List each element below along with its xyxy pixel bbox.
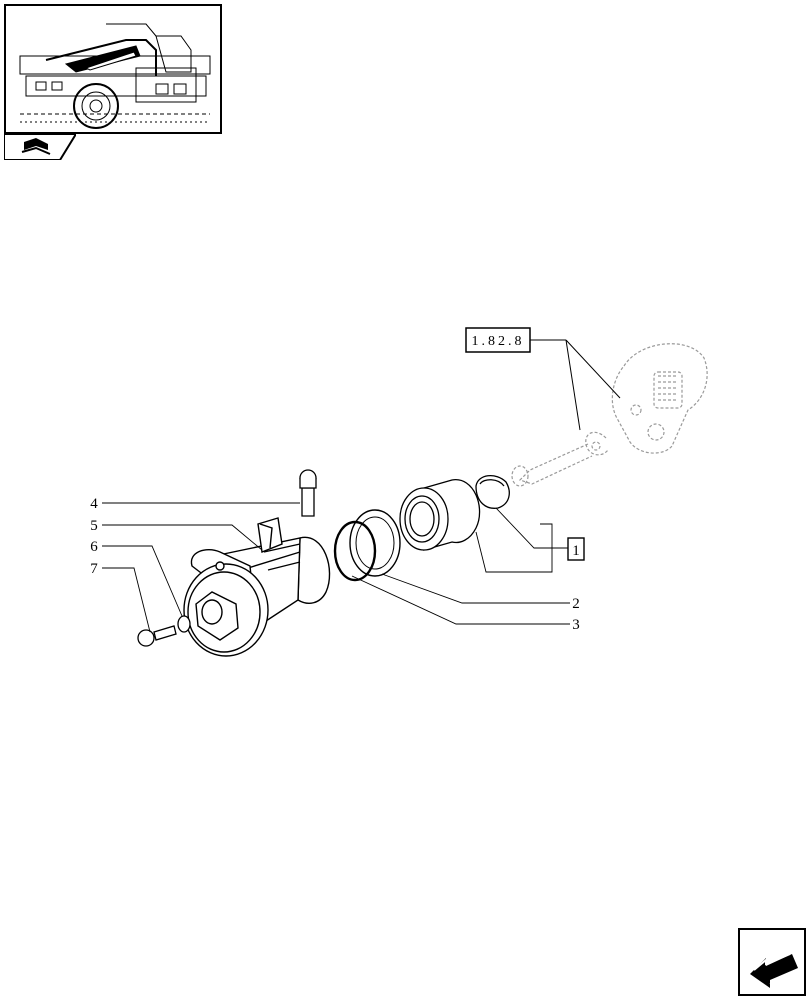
callout-2: 2 xyxy=(572,596,580,612)
washer xyxy=(177,615,191,633)
piston xyxy=(399,479,481,551)
tractor-section-icon xyxy=(19,23,211,129)
callout-leaders xyxy=(102,502,570,633)
reference-leader-lines xyxy=(530,339,621,431)
book-icon xyxy=(3,133,78,161)
thumbnail-tab xyxy=(3,133,78,161)
callout-3: 3 xyxy=(572,617,580,633)
seal-ring xyxy=(349,509,401,577)
piston-cap xyxy=(475,475,510,509)
next-page-button[interactable] xyxy=(738,928,806,996)
overview-thumbnail xyxy=(4,4,222,134)
o-ring xyxy=(333,520,377,582)
bolt-vertical xyxy=(299,469,317,517)
cylinder-body xyxy=(183,517,331,657)
kit-box-label: 1 xyxy=(572,543,580,559)
kit-box[interactable]: 1 xyxy=(567,537,585,561)
reference-box-label: 1.82.8 xyxy=(472,334,525,349)
callout-7: 7 xyxy=(90,561,98,577)
callout-5: 5 xyxy=(90,518,98,534)
lift-arm-ghost xyxy=(511,343,708,487)
callout-6: 6 xyxy=(90,539,98,555)
callout-4: 4 xyxy=(90,496,98,512)
reference-box[interactable]: 1.82.8 xyxy=(465,327,531,353)
bolt-horizontal xyxy=(137,625,177,647)
next-page-arrow-icon xyxy=(750,953,799,988)
